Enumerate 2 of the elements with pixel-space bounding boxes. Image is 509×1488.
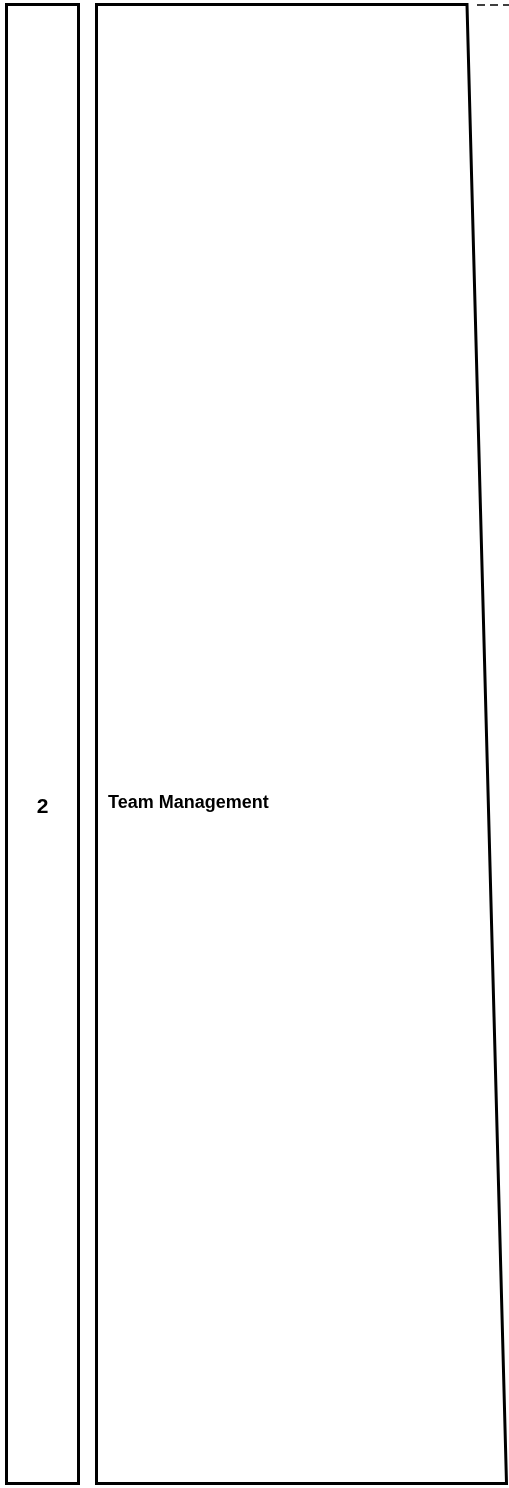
row-number: 2 bbox=[35, 793, 50, 819]
row-title: Team Management bbox=[108, 791, 270, 814]
